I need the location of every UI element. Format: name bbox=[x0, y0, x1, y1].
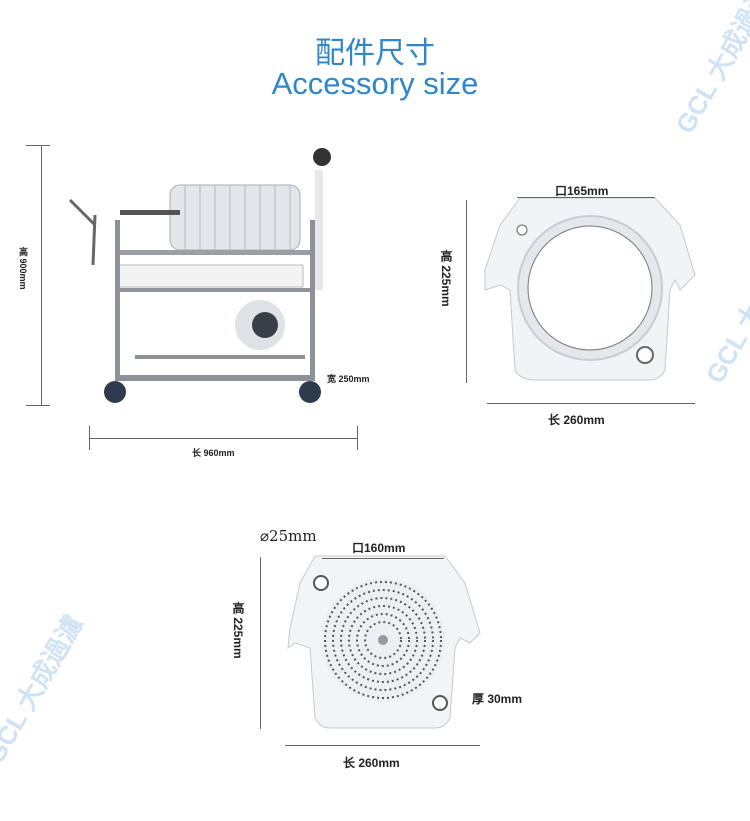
dimension-tick bbox=[89, 426, 90, 450]
height-dimension-line bbox=[41, 145, 42, 405]
frame-height-dimension-line bbox=[466, 200, 467, 383]
watermark: GCL 大成過濾 bbox=[699, 230, 750, 389]
filter-press-image bbox=[68, 148, 331, 403]
watermark: GCL 大成過濾 bbox=[0, 610, 89, 769]
filter-plate-image bbox=[287, 555, 481, 729]
filter-height-dimension-line bbox=[260, 557, 261, 729]
page-title-cn: 配件尺寸 bbox=[315, 36, 435, 71]
frame-length-dimension-line bbox=[487, 403, 695, 404]
page-title-en: Accessory size bbox=[271, 66, 479, 101]
filter-opening-dimension-line bbox=[322, 558, 444, 559]
filter-thickness-label: 厚 30mm bbox=[472, 692, 523, 706]
dimension-tick bbox=[26, 145, 50, 146]
frame-height-label: 高 225mm bbox=[439, 250, 453, 307]
dimension-tick bbox=[357, 426, 358, 450]
machine-length-label: 长 960mm bbox=[192, 448, 235, 458]
frame-length-label: 长 260mm bbox=[548, 413, 605, 427]
hole-diameter-label: ⌀25mm bbox=[260, 527, 317, 545]
filter-height-label: 高 225mm bbox=[231, 602, 245, 659]
machine-width-label: 宽 250mm bbox=[327, 374, 370, 384]
frame-opening-dimension-line bbox=[517, 197, 655, 198]
filter-length-label: 长 260mm bbox=[343, 756, 400, 770]
length-dimension-line bbox=[89, 438, 358, 439]
dimension-tick bbox=[26, 405, 50, 406]
machine-height-label: 高 900mm bbox=[18, 247, 28, 290]
frame-opening-label: 口165mm bbox=[555, 184, 609, 198]
filter-length-dimension-line bbox=[285, 745, 480, 746]
frame-plate-image bbox=[484, 197, 696, 381]
filter-opening-label: 口160mm bbox=[352, 541, 406, 555]
